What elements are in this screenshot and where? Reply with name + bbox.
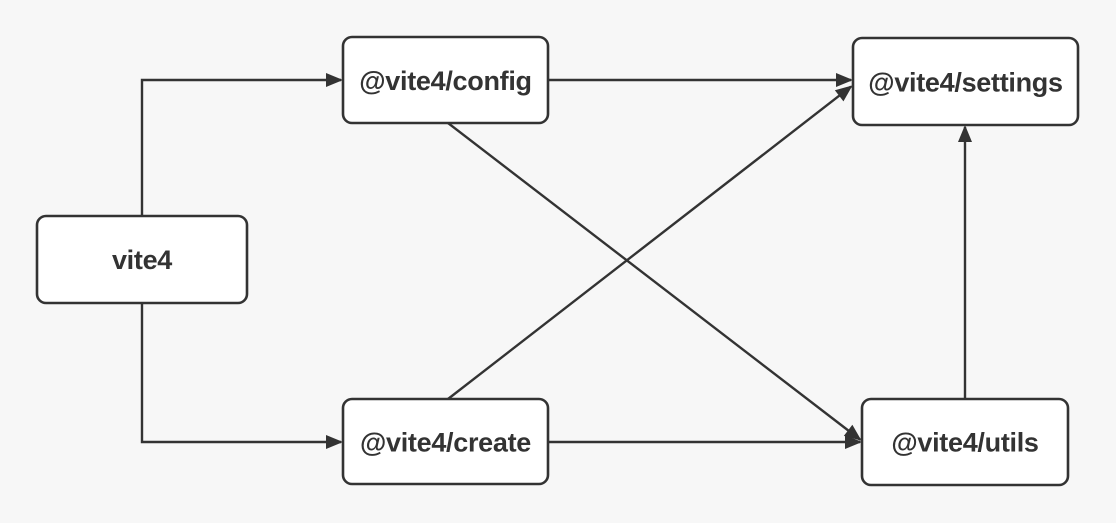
edges <box>140 73 972 449</box>
edge-config-to-utils <box>447 122 862 441</box>
node-vite4: vite4 <box>35 214 249 305</box>
edge-create-to-settings <box>447 85 853 400</box>
node-vite4-settings: @vite4/settings <box>851 36 1080 127</box>
edge-vite4-to-config <box>140 73 343 216</box>
node-vite4-box <box>35 214 249 305</box>
node-vite4-create-box <box>341 397 550 486</box>
node-vite4-config: @vite4/config <box>341 35 550 125</box>
node-vite4-settings-box <box>851 36 1080 127</box>
edge-vite4-to-create <box>140 303 343 449</box>
node-vite4-config-box <box>341 35 550 125</box>
node-vite4-utils-label: @vite4/utils <box>891 428 1038 458</box>
node-vite4-create-label: @vite4/create <box>360 428 531 458</box>
node-vite4-config-label: @vite4/config <box>359 66 531 96</box>
node-vite4-utils-box <box>860 397 1070 487</box>
node-vite4-settings-label: @vite4/settings <box>868 68 1062 98</box>
node-vite4-create: @vite4/create <box>341 397 550 486</box>
node-vite4-label: vite4 <box>112 245 172 275</box>
node-vite4-utils: @vite4/utils <box>860 397 1070 487</box>
